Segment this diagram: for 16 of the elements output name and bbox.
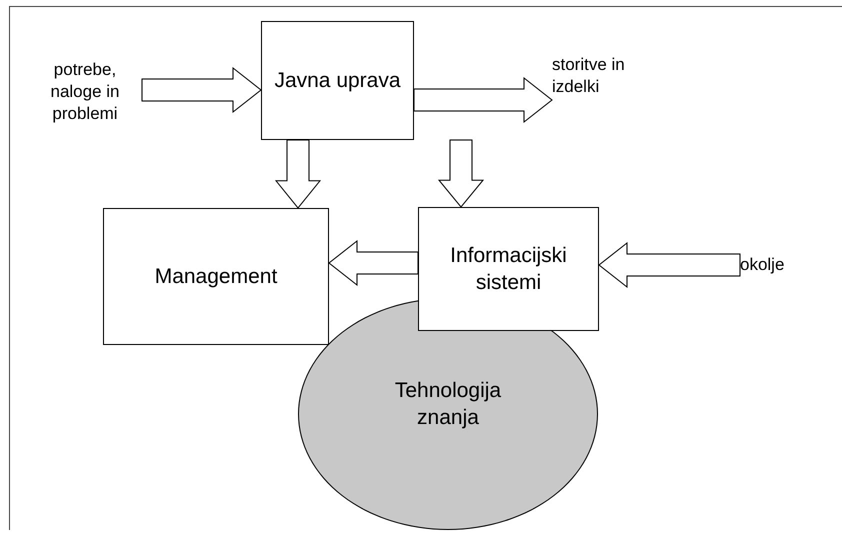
process-box [103,208,329,345]
block-arrow [274,140,322,209]
node-text: Javna uprava [274,68,401,94]
block-arrow [142,66,262,114]
block-arrow [598,242,740,288]
block-arrow [438,140,484,208]
node-text: Informacijski sistemi [449,242,568,296]
node-text: okolje [740,254,784,276]
process-box [418,207,599,331]
node-text: Management [154,264,278,290]
block-arrow [328,240,418,286]
node-text: Tehnologija znanja [394,378,502,431]
process-box [261,21,414,140]
node-text: potrebe, naloge in problemi [49,58,120,126]
block-arrow [414,76,553,124]
node-text: storitve in izdelki [552,54,626,98]
